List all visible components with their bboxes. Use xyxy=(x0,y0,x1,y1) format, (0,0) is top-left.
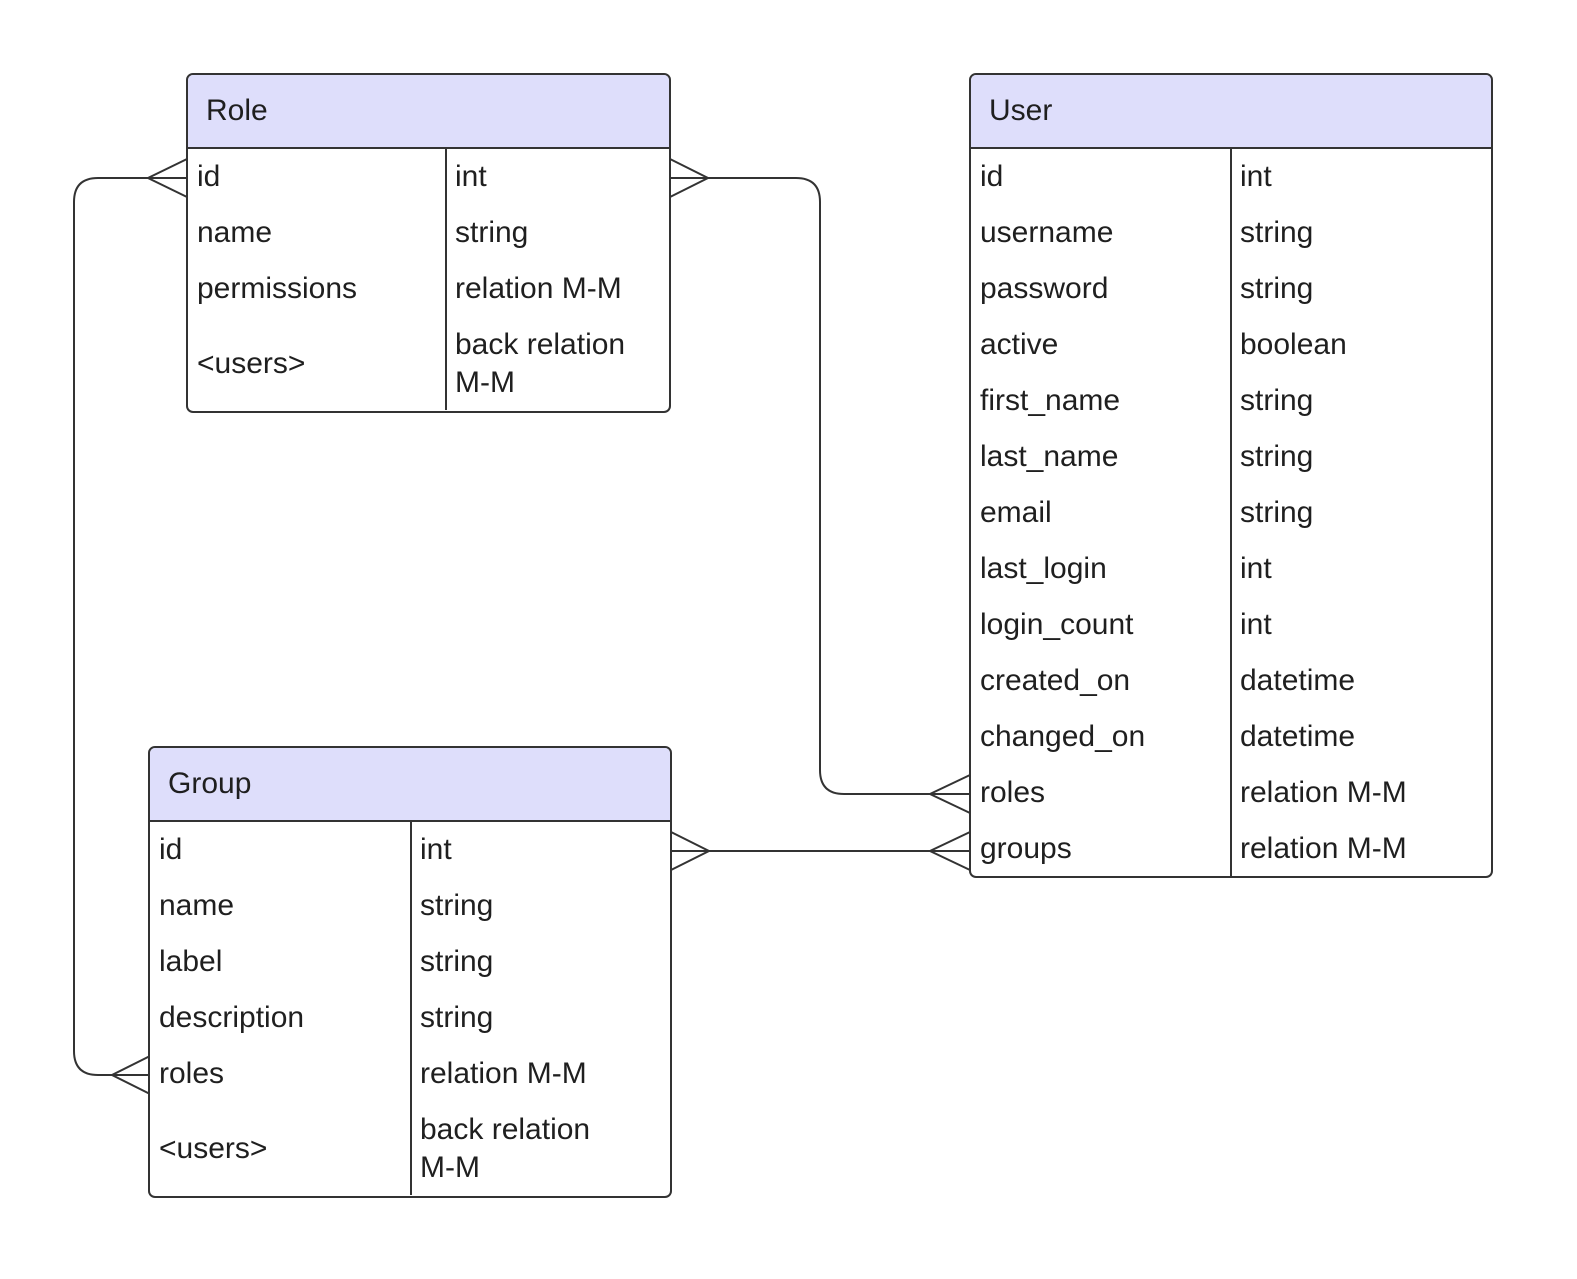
field-row: created_on datetime xyxy=(971,653,1491,709)
field-type: string xyxy=(1240,272,1314,305)
field-name: password xyxy=(980,272,1109,305)
field-row: description string xyxy=(150,990,670,1046)
field-row: email string xyxy=(971,485,1491,541)
field-type: int xyxy=(420,833,452,866)
field-name: created_on xyxy=(980,664,1131,697)
relation-line-group-roles-role xyxy=(73,158,188,1095)
field-type: string xyxy=(1240,440,1314,473)
field-row: password string xyxy=(971,261,1491,317)
field-name: groups xyxy=(980,832,1072,865)
field-name: email xyxy=(980,496,1052,529)
field-row: first_name string xyxy=(971,373,1491,429)
entity-title: Group xyxy=(150,748,670,822)
field-type: string xyxy=(455,216,529,249)
field-row: id int xyxy=(971,149,1491,205)
entity-title: Role xyxy=(188,75,669,149)
field-row: groups relation M-M xyxy=(971,821,1491,876)
field-row: name string xyxy=(188,205,669,261)
field-name: <users> xyxy=(159,1131,268,1165)
field-name: id xyxy=(980,160,1004,193)
field-name: id xyxy=(197,160,221,193)
field-type: int xyxy=(1240,552,1272,585)
field-name: description xyxy=(159,1001,305,1034)
field-type: relation M-M xyxy=(420,1057,587,1090)
field-name: <users> xyxy=(197,346,306,380)
field-type: datetime xyxy=(1240,720,1356,753)
field-type: string xyxy=(420,889,494,922)
field-type: int xyxy=(455,160,487,193)
field-name: id xyxy=(159,833,183,866)
field-row: roles relation M-M xyxy=(971,765,1491,821)
field-row: label string xyxy=(150,934,670,990)
field-name: changed_on xyxy=(980,720,1146,753)
field-row: last_name string xyxy=(971,429,1491,485)
field-type: string xyxy=(1240,384,1314,417)
field-type: boolean xyxy=(1240,328,1347,361)
field-name: name xyxy=(197,216,273,249)
field-row: <users> back relation M-M xyxy=(150,1102,670,1195)
field-type: relation M-M xyxy=(1240,776,1407,809)
field-row: last_login int xyxy=(971,541,1491,597)
field-row: active boolean xyxy=(971,317,1491,373)
field-row: id int xyxy=(150,822,670,878)
field-name: roles xyxy=(980,776,1046,809)
entity-user: User id int username string password str… xyxy=(969,73,1493,878)
field-type: back relation M-M xyxy=(420,1112,591,1184)
relation-line-user-groups-group xyxy=(670,831,971,871)
field-name: roles xyxy=(159,1057,225,1090)
field-type: string xyxy=(1240,216,1314,249)
field-name: last_login xyxy=(980,552,1107,585)
field-type: relation M-M xyxy=(1240,832,1407,865)
field-name: active xyxy=(980,328,1059,361)
field-type: back relation M-M xyxy=(455,327,626,399)
entity-title: User xyxy=(971,75,1491,149)
field-type: datetime xyxy=(1240,664,1356,697)
field-row: <users> back relation M-M xyxy=(188,317,669,410)
field-name: login_count xyxy=(980,608,1134,641)
field-row: changed_on datetime xyxy=(971,709,1491,765)
field-row: username string xyxy=(971,205,1491,261)
entity-role: Role id int name string permissions rela… xyxy=(186,73,671,413)
field-type: string xyxy=(1240,496,1314,529)
field-name: name xyxy=(159,889,235,922)
field-row: id int xyxy=(188,149,669,205)
field-row: permissions relation M-M xyxy=(188,261,669,317)
field-name: first_name xyxy=(980,384,1121,417)
field-type: string xyxy=(420,945,494,978)
field-type: string xyxy=(420,1001,494,1034)
field-type: int xyxy=(1240,160,1272,193)
field-type: relation M-M xyxy=(455,272,622,305)
field-name: username xyxy=(980,216,1114,249)
field-name: last_name xyxy=(980,440,1119,473)
field-row: login_count int xyxy=(971,597,1491,653)
relation-line-user-roles-role xyxy=(669,158,971,814)
field-name: permissions xyxy=(197,272,358,305)
field-row: roles relation M-M xyxy=(150,1046,670,1102)
field-row: name string xyxy=(150,878,670,934)
entity-group: Group id int name string label string de… xyxy=(148,746,672,1198)
field-type: int xyxy=(1240,608,1272,641)
field-name: label xyxy=(159,945,223,978)
